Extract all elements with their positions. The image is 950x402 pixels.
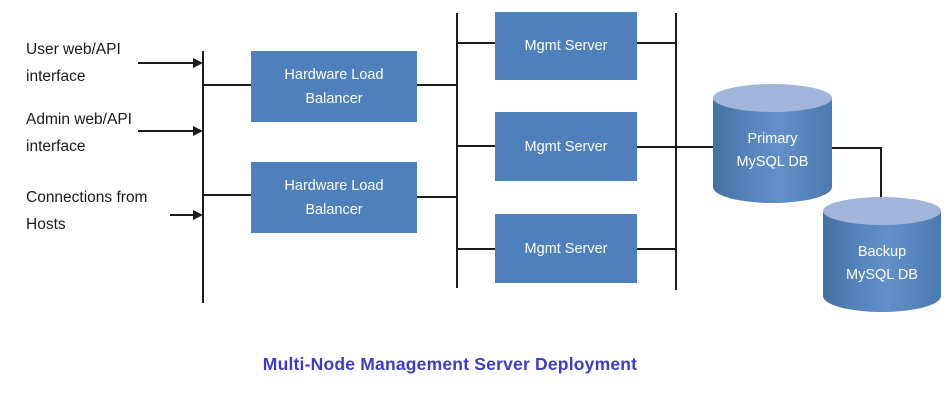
connector-ms2-primary-db bbox=[637, 146, 714, 148]
arrow-hosts-head bbox=[193, 210, 203, 220]
connector-bus-lb2 bbox=[203, 194, 251, 196]
arrow-admin-shaft bbox=[138, 130, 194, 132]
node-primary-mysql-db: Primary MySQL DB bbox=[713, 84, 832, 203]
connector-lb1-mid bbox=[417, 84, 457, 86]
bus-line-middle bbox=[456, 13, 458, 288]
connector-mid-ms1 bbox=[457, 42, 495, 44]
arrow-admin-head bbox=[193, 126, 203, 136]
connector-mid-ms2 bbox=[457, 145, 495, 147]
label-connections-hosts: Connections from Hosts bbox=[26, 189, 148, 233]
arrow-user-head bbox=[193, 58, 203, 68]
label-user-web-api: User web/API interface bbox=[26, 41, 121, 85]
node-load-balancer-1: Hardware Load Balancer bbox=[251, 51, 417, 122]
connector-lb2-mid bbox=[417, 196, 457, 198]
node-backup-mysql-db: Backup MySQL DB bbox=[823, 197, 941, 312]
connector-ms1-right bbox=[637, 42, 676, 44]
diagram-title: Multi-Node Management Server Deployment bbox=[262, 354, 638, 374]
cylinder-top-ellipse bbox=[823, 197, 941, 225]
primary-db-label: Primary MySQL DB bbox=[736, 131, 809, 170]
cylinder-body bbox=[823, 211, 941, 312]
label-admin-web-api: Admin web/API interface bbox=[26, 111, 132, 155]
node-mgmt-server-1: Mgmt Server bbox=[495, 12, 637, 80]
node-mgmt-server-2: Mgmt Server bbox=[495, 112, 637, 181]
backup-db-label: Backup MySQL DB bbox=[846, 244, 918, 283]
cylinder-body bbox=[713, 98, 832, 203]
node-load-balancer-2: Hardware Load Balancer bbox=[251, 162, 417, 233]
connector-primary-backup-vertical bbox=[880, 147, 882, 208]
arrow-hosts-shaft bbox=[170, 214, 194, 216]
connector-primary-backup-horizontal bbox=[831, 147, 882, 149]
bus-line-right bbox=[675, 13, 677, 290]
connector-bus-lb1 bbox=[203, 84, 251, 86]
connector-ms3-right bbox=[637, 248, 676, 250]
bus-line-left bbox=[202, 51, 204, 303]
node-mgmt-server-3: Mgmt Server bbox=[495, 214, 637, 283]
connector-mid-ms3 bbox=[456, 248, 495, 250]
arrow-user-shaft bbox=[138, 62, 194, 64]
cylinder-top-ellipse bbox=[713, 84, 832, 112]
